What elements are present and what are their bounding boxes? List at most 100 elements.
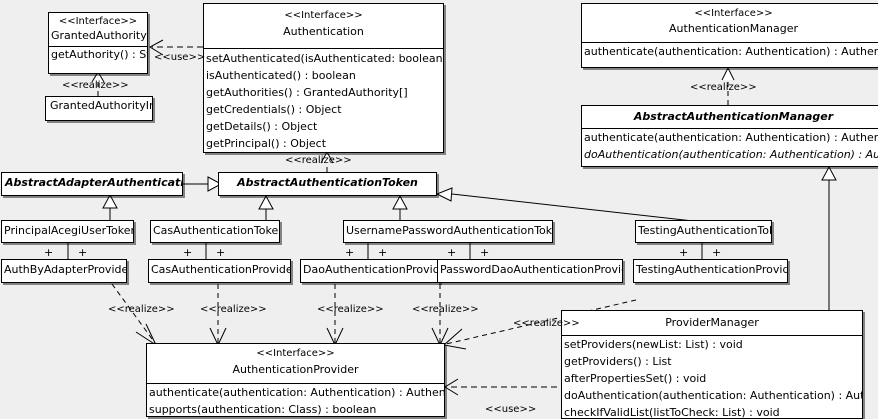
operation: authenticate(authentication: Authenticat… bbox=[584, 45, 878, 58]
edge-label-realize-passworddaoauthenticationprovider: <<realize>> bbox=[412, 304, 479, 315]
class-header: TestingAuthenticationProvider bbox=[634, 260, 787, 280]
operation: getCredentials() : Object bbox=[206, 103, 342, 116]
class-password-dao-authentication-provider[interactable]: PasswordDaoAuthenticationProvider bbox=[437, 259, 623, 283]
class-header: <<Interface>> AuthenticationManager bbox=[582, 4, 878, 42]
operations-compartment: authenticate(authentication: Authenticat… bbox=[147, 383, 444, 416]
association-role-marker: + bbox=[345, 246, 355, 259]
class-header: PasswordDaoAuthenticationProvider bbox=[438, 260, 622, 280]
class-name: AbstractAuthenticationManager bbox=[633, 110, 834, 123]
operation: setAuthenticated(isAuthenticated: boolea… bbox=[206, 52, 444, 65]
class-authentication-manager[interactable]: <<Interface>> AuthenticationManager auth… bbox=[581, 3, 878, 68]
class-name: AuthenticationProvider bbox=[232, 363, 359, 376]
operation: getPrincipal() : Object bbox=[206, 137, 327, 150]
class-name: PasswordDaoAuthenticationProvider bbox=[440, 263, 623, 276]
class-abstract-authentication-token[interactable]: AbstractAuthenticationToken bbox=[218, 172, 437, 196]
class-header: AbstractAuthenticationToken bbox=[219, 173, 436, 193]
class-name: DaoAuthenticationProvider bbox=[303, 263, 440, 276]
class-granted-authority[interactable]: <<Interface>> GrantedAuthority getAuthor… bbox=[48, 12, 148, 74]
class-dao-authentication-provider[interactable]: DaoAuthenticationProvider bbox=[300, 259, 440, 283]
class-header: AbstractAuthenticationManager bbox=[582, 106, 878, 128]
class-abstract-adapter-authentication-token[interactable]: AbstractAdapterAuthenticationToken bbox=[1, 172, 183, 196]
class-name: CasAuthenticationProvider bbox=[151, 263, 291, 276]
edge-label-realize-daoauthenticationprovider: <<realize>> bbox=[317, 304, 384, 315]
class-header: AbstractAdapterAuthenticationToken bbox=[2, 173, 182, 193]
class-principal-acegi-user-token[interactable]: PrincipalAcegiUserToken bbox=[1, 220, 134, 243]
class-cas-authentication-provider[interactable]: CasAuthenticationProvider bbox=[148, 259, 291, 283]
association-role-marker: + bbox=[447, 246, 457, 259]
class-name: AuthenticationManager bbox=[669, 22, 798, 35]
class-name: UsernamePasswordAuthenticationToken bbox=[346, 224, 553, 237]
class-header: TestingAuthenticationToken bbox=[636, 221, 771, 241]
edge-label-use-authentication-grantedauthority: <<use>> bbox=[154, 52, 206, 63]
generalization-providermanager-abstractauthenticationmanager bbox=[821, 165, 837, 310]
class-header: PrincipalAcegiUserToken bbox=[2, 221, 133, 241]
class-header: CasAuthenticationToken bbox=[151, 221, 279, 241]
class-header: CasAuthenticationProvider bbox=[149, 260, 290, 280]
class-name: TestingAuthenticationProvider bbox=[636, 263, 788, 276]
edge-label-realize-abstractauthenticationtoken: <<realize>> bbox=[285, 155, 352, 166]
association-role-marker: + bbox=[712, 246, 722, 259]
association-role-marker: + bbox=[480, 246, 490, 259]
association-role-marker: + bbox=[183, 246, 193, 259]
operation: doAuthentication(authentication: Authent… bbox=[584, 148, 878, 161]
stereotype-label: <<Interface>> bbox=[694, 8, 773, 19]
class-header: GrantedAuthorityImpl bbox=[46, 97, 152, 115]
edge-label-realize-grantedauthorityimpl: <<realize>> bbox=[62, 80, 129, 91]
class-name: GrantedAuthorityImpl bbox=[50, 99, 152, 112]
class-name: TestingAuthenticationToken bbox=[638, 224, 771, 237]
class-name: AbstractAuthenticationToken bbox=[237, 176, 418, 189]
operations-compartment: authenticate(authentication: Authenticat… bbox=[582, 42, 878, 60]
operations-compartment: authenticate(authentication: Authenticat… bbox=[582, 128, 878, 163]
operation: doAuthentication(authentication: Authent… bbox=[564, 389, 863, 402]
operation: afterPropertiesSet() : void bbox=[564, 372, 707, 385]
edge-label-realize-abstractauthenticationmanager: <<realize>> bbox=[690, 82, 757, 93]
class-name: AbstractAdapterAuthenticationToken bbox=[5, 176, 182, 189]
edge-label-use-providermanager-authenticationprovider: <<use>> bbox=[485, 404, 537, 415]
generalization-abstractadaptertoken-abstracttoken bbox=[182, 176, 223, 192]
class-header: <<Interface>> AuthenticationProvider bbox=[147, 344, 444, 383]
generalization-testingauthenticationtoken-abstracttoken bbox=[435, 187, 703, 223]
stereotype-label: <<Interface>> bbox=[58, 16, 138, 27]
class-name: ProviderManager bbox=[665, 316, 759, 329]
class-header: <<Interface>> Authentication bbox=[204, 4, 443, 48]
association-role-marker: + bbox=[78, 246, 88, 259]
operation: getAuthority() : String bbox=[51, 48, 147, 61]
class-name: CasAuthenticationToken bbox=[153, 224, 280, 237]
operation: checkIfValidList(listToCheck: List) : vo… bbox=[564, 406, 780, 419]
class-authentication[interactable]: <<Interface>> Authentication setAuthenti… bbox=[203, 3, 444, 153]
operation: isAuthenticated() : boolean bbox=[206, 69, 356, 82]
operation: getDetails() : Object bbox=[206, 120, 318, 133]
class-provider-manager[interactable]: ProviderManager setProviders(newList: Li… bbox=[561, 310, 863, 419]
class-name: GrantedAuthority bbox=[51, 29, 147, 42]
class-granted-authority-impl[interactable]: GrantedAuthorityImpl bbox=[45, 96, 153, 121]
class-name: Authentication bbox=[283, 25, 364, 38]
class-authentication-provider[interactable]: <<Interface>> AuthenticationProvider aut… bbox=[146, 343, 445, 417]
class-header: AuthByAdapterProvider bbox=[2, 260, 126, 280]
association-role-marker: + bbox=[679, 246, 689, 259]
operation: setProviders(newList: List) : void bbox=[564, 338, 743, 351]
class-testing-authentication-token[interactable]: TestingAuthenticationToken bbox=[635, 220, 772, 243]
operation: authenticate(authentication: Authenticat… bbox=[584, 131, 878, 144]
operations-compartment: setAuthenticated(isAuthenticated: boolea… bbox=[204, 48, 443, 152]
stereotype-label: <<Interface>> bbox=[256, 348, 335, 359]
edge-label-realize-authbyadapterprovider: <<realize>> bbox=[108, 304, 175, 315]
class-testing-authentication-provider[interactable]: TestingAuthenticationProvider bbox=[633, 259, 788, 283]
class-username-password-authentication-token[interactable]: UsernamePasswordAuthenticationToken bbox=[343, 220, 553, 243]
association-role-marker: + bbox=[44, 246, 54, 259]
class-auth-by-adapter-provider[interactable]: AuthByAdapterProvider bbox=[1, 259, 127, 283]
class-header: <<Interface>> GrantedAuthority bbox=[49, 13, 147, 46]
operation: authenticate(authentication: Authenticat… bbox=[149, 386, 444, 399]
operations-compartment: getAuthority() : String bbox=[49, 46, 147, 63]
class-abstract-authentication-manager[interactable]: AbstractAuthenticationManager authentica… bbox=[581, 105, 878, 167]
operation: getProviders() : List bbox=[564, 355, 672, 368]
stereotype-label: <<Interface>> bbox=[284, 10, 363, 21]
class-header: ProviderManager bbox=[562, 311, 862, 335]
association-role-marker: + bbox=[378, 246, 388, 259]
generalization-principalacegiusertoken-abstractadaptertoken bbox=[102, 193, 118, 220]
generalization-usernamepasswordtoken-abstracttoken bbox=[392, 194, 408, 220]
class-cas-authentication-token[interactable]: CasAuthenticationToken bbox=[150, 220, 280, 243]
class-name: AuthByAdapterProvider bbox=[4, 263, 127, 276]
operations-compartment: setProviders(newList: List) : void getPr… bbox=[562, 335, 863, 419]
class-header: DaoAuthenticationProvider bbox=[301, 260, 439, 280]
